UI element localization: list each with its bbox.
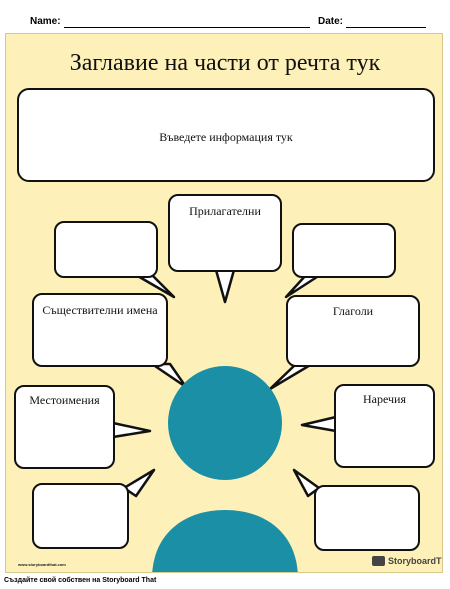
storyboard-logo-icon [372,556,385,566]
page-title: Заглавие на части от речта тук [69,50,381,76]
bubble-label-pronouns: Местоимения [29,393,100,407]
figure-head [168,366,282,480]
figure-body [152,510,298,572]
create-your-own-caption[interactable]: Създайте свой собствен на Storyboard Tha… [4,577,157,584]
bubble-lower-left[interactable]: Местоимения [14,385,115,469]
bubble-tail-lower-left [111,421,152,439]
date-field-line[interactable] [346,27,426,28]
bubble-label-nouns: Съществителни имена [42,303,158,317]
info-box[interactable]: Въведете информация тук [17,88,435,182]
date-label: Date: [318,16,344,27]
bubble-label-verbs: Глаголи [332,304,374,318]
bubble-tail-lower-right [300,415,338,433]
bubble-mid-left[interactable]: Съществителни имена [32,293,168,367]
bubble-lower-right[interactable]: Наречия [334,384,435,468]
name-label: Name: [30,16,61,27]
bubble-label-adverbs: Наречия [363,392,406,406]
bubble-bottom-left[interactable] [32,483,129,549]
bubble-bottom-right[interactable] [314,485,420,551]
bubble-tail-top-center [214,268,236,304]
info-box-text: Въведете информация тук [159,130,293,144]
bubble-tail-mid-left [150,362,188,389]
bubble-tail-bottom-right [292,468,321,498]
bubble-top-left[interactable] [54,221,158,278]
bubble-mid-right[interactable]: Глаголи [286,295,420,367]
worksheet-page: Заглавие на части от речта тук Въведете … [5,33,443,573]
name-field-line[interactable] [64,27,310,28]
bubble-top-right[interactable] [292,223,396,278]
bubble-label-adjectives: Прилагателни [189,204,261,218]
site-url: www.storyboardthat.com [18,562,66,567]
bubble-tail-mid-right [268,362,314,391]
worksheet-header: Name: Date: [0,14,450,34]
bubble-tail-bottom-left [122,468,156,498]
bubble-tail-top-right [284,273,322,299]
bubble-top-center[interactable]: Прилагателни [168,194,282,272]
